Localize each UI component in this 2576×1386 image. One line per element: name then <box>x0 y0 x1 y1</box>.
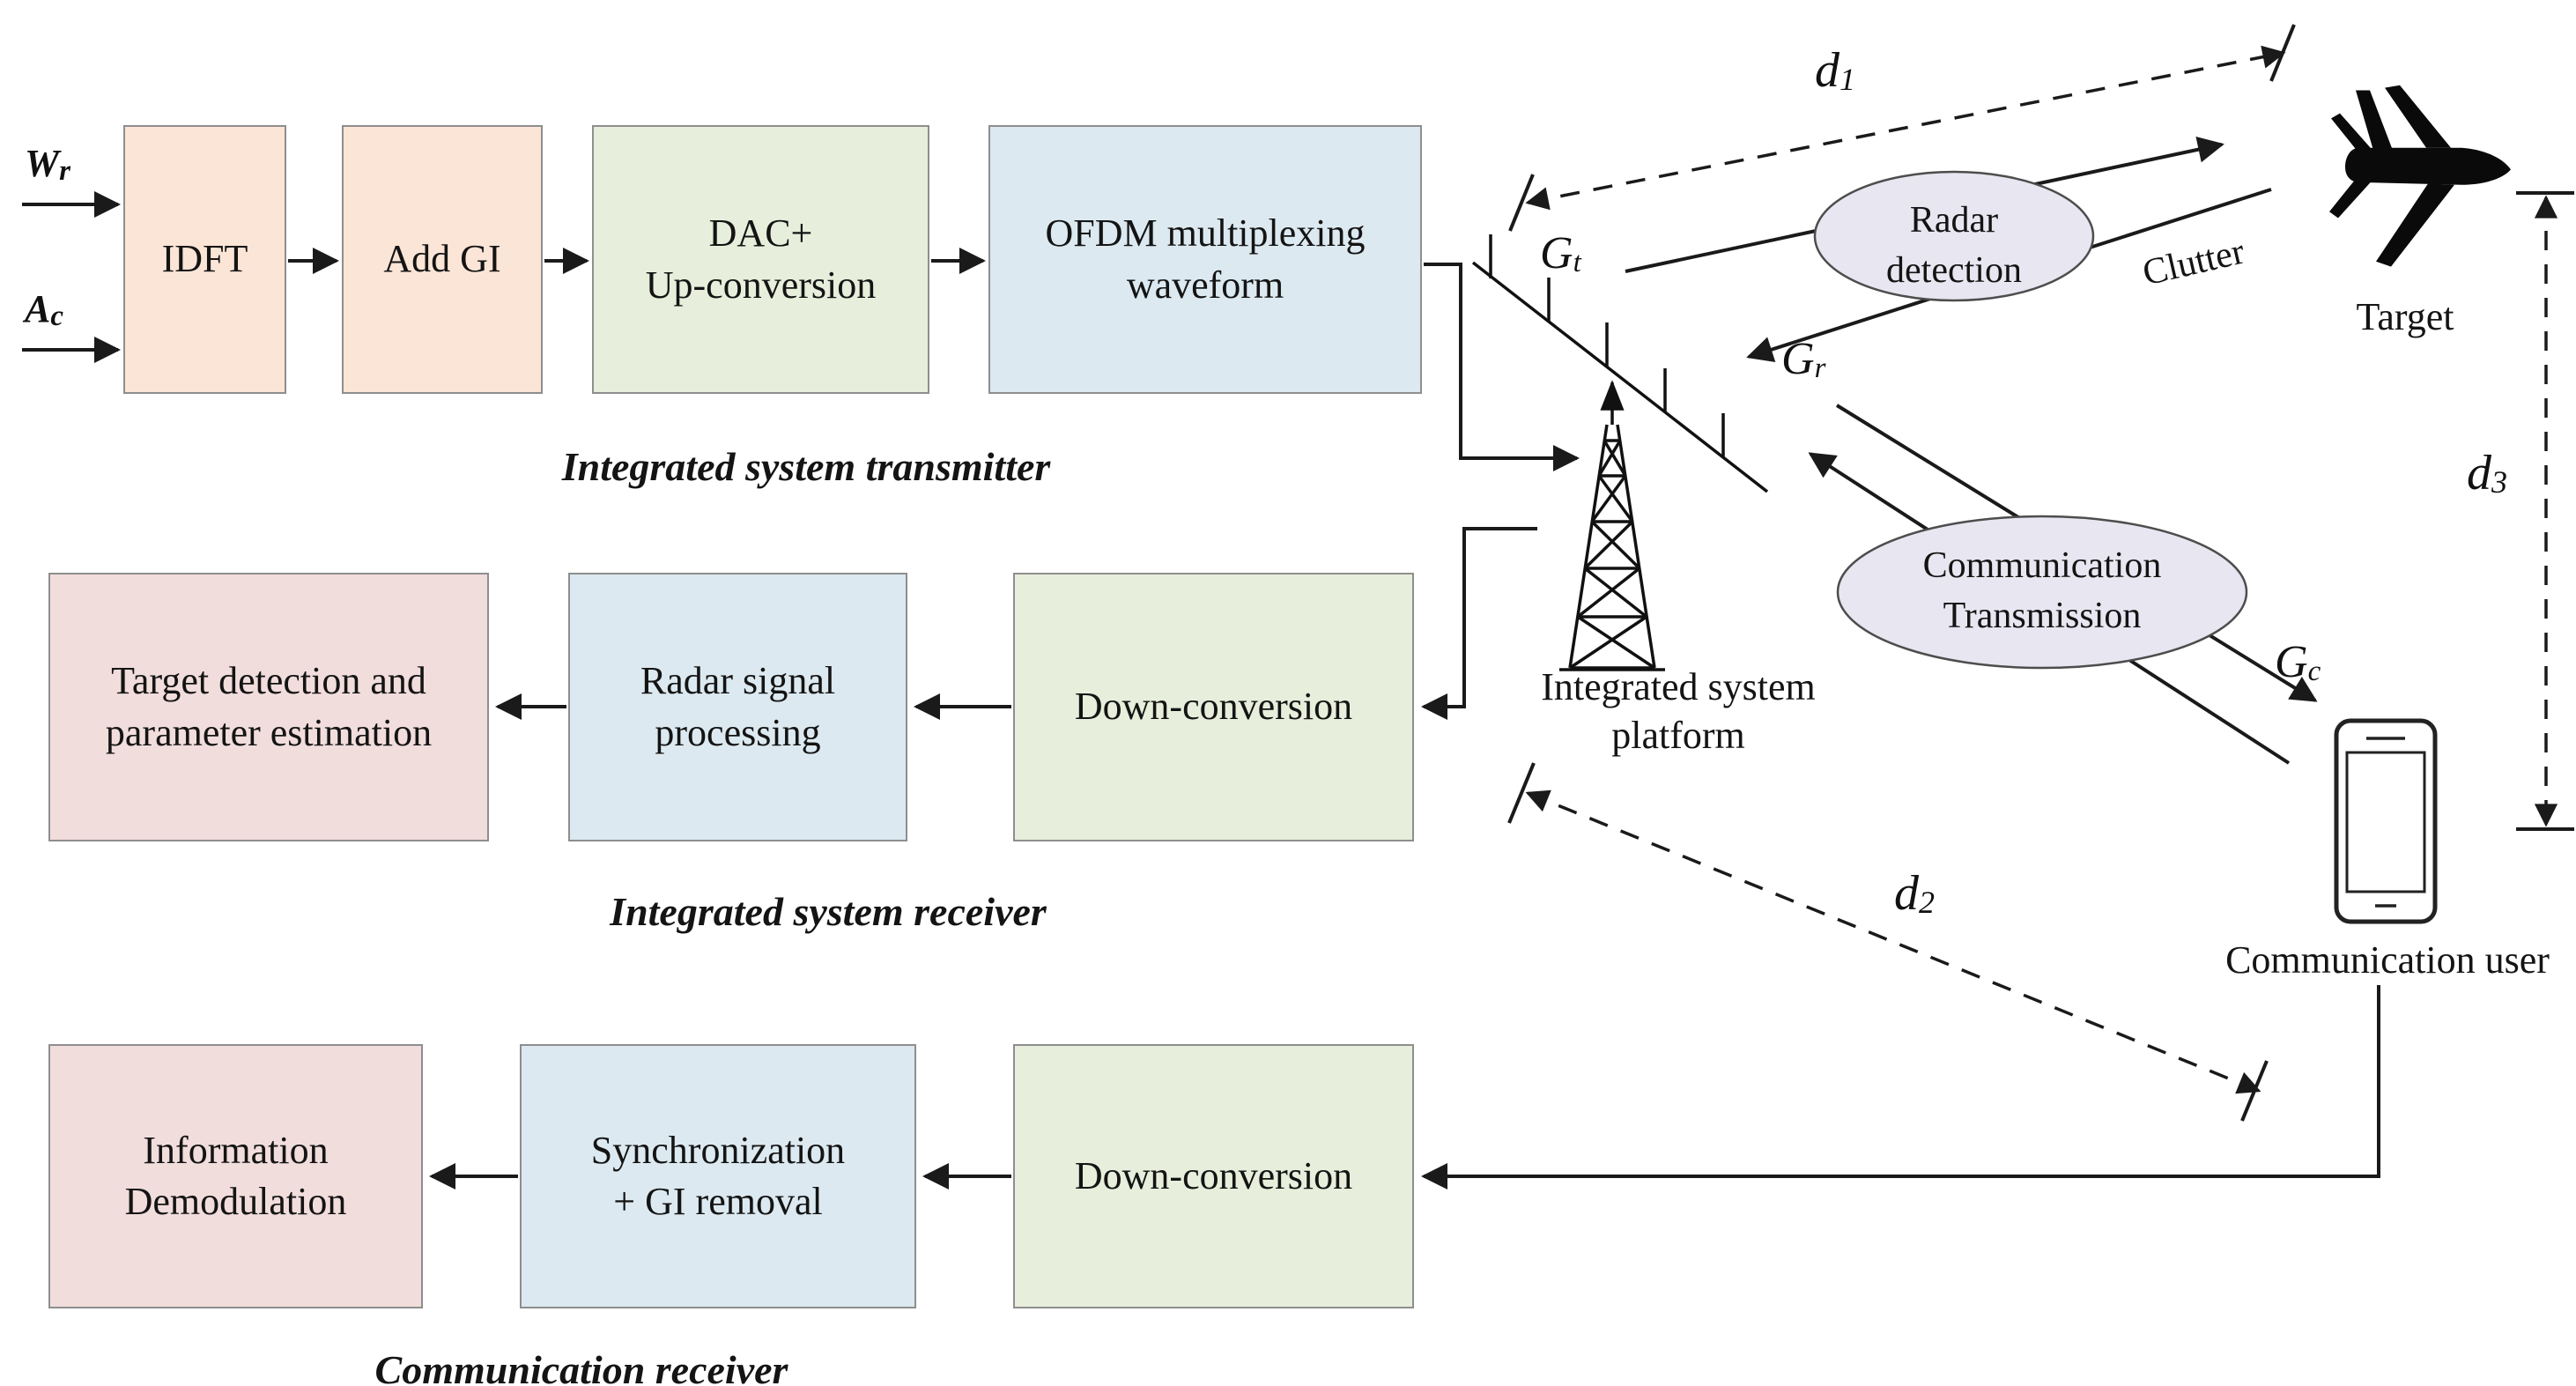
radar-signal-processing-box: Radar signal processing <box>568 573 907 841</box>
downconversion-radar-box: Down-conversion <box>1013 573 1414 841</box>
add-gi-label: Add GI <box>383 237 501 281</box>
information-demodulation-box: Information Demodulation <box>48 1044 423 1308</box>
comm-receiver-caption: Communication receiver <box>374 1347 788 1386</box>
comm-user-label-text: Communication user <box>2225 938 2550 982</box>
dac-label-line1: DAC+ <box>708 211 813 256</box>
input-ac-label: Ac <box>25 286 63 333</box>
distance-d1-line <box>1525 45 2286 211</box>
d1-right-tick <box>2269 24 2296 82</box>
arrow-antenna-downconv <box>1421 527 1537 720</box>
gt-base: G <box>1540 228 1573 278</box>
radar-detection-label: Radar detection <box>1815 196 2093 295</box>
radar-detection-ellipse <box>1813 170 2095 302</box>
comm-transmission-label: Communication Transmission <box>1838 541 2247 641</box>
gr-base: G <box>1781 334 1815 384</box>
input-ac-base: A <box>25 287 51 330</box>
distance-d1-label: d1 <box>1815 42 1855 99</box>
target-detection-box: Target detection and parameter estimatio… <box>48 573 489 841</box>
add-gi-box: Add GI <box>342 125 543 394</box>
comm-transmission-label-line2: Transmission <box>1943 595 2142 636</box>
comm-user-label: Communication user <box>2158 936 2576 984</box>
synchronization-box: Synchronization + GI removal <box>520 1044 916 1308</box>
downconversion-comm-label: Down-conversion <box>1074 1153 1353 1197</box>
target-detection-line1: Target detection and <box>111 659 426 703</box>
comm-transmission-label-line1: Communication <box>1922 545 2162 586</box>
arrow-ofdm-antenna <box>1424 263 1580 471</box>
radar-processing-line2: processing <box>655 710 821 754</box>
transmitter-caption: Integrated system transmitter <box>561 444 1051 489</box>
distance-d2-label: d2 <box>1894 865 1935 922</box>
idft-label: IDFT <box>161 237 248 281</box>
phone-icon <box>2334 718 2438 924</box>
airplane-icon <box>2329 85 2511 267</box>
ofdm-label-line2: waveform <box>1126 263 1284 307</box>
d3-sub: 3 <box>2491 464 2507 500</box>
target-label: Target <box>2291 293 2520 341</box>
d2-sub: 2 <box>1919 885 1935 921</box>
idft-box: IDFT <box>123 125 286 394</box>
gt-sub: t <box>1573 247 1581 279</box>
d3-base: d <box>2467 446 2491 500</box>
info-demod-line2: Demodulation <box>124 1180 347 1223</box>
radar-detection-label-line2: detection <box>1886 249 2022 291</box>
gain-gc-label: Gc <box>2275 636 2321 688</box>
gc-base: G <box>2275 637 2308 687</box>
input-wr-base: W <box>25 142 60 185</box>
platform-label: Integrated system platform <box>1458 663 1899 760</box>
d2-right-tick <box>2240 1060 2269 1122</box>
input-wr-sub: r <box>59 155 70 188</box>
sync-line1: Synchronization <box>590 1128 846 1172</box>
ofdm-waveform-box: OFDM multiplexing waveform <box>988 125 1422 394</box>
ofdm-label-line1: OFDM multiplexing <box>1045 211 1366 256</box>
gr-sub: r <box>1814 352 1826 385</box>
d2-base: d <box>1894 866 1919 921</box>
downconversion-radar-label: Down-conversion <box>1074 685 1353 729</box>
d1-base: d <box>1815 43 1839 98</box>
input-ac-sub: c <box>50 300 64 333</box>
radar-processing-line1: Radar signal <box>640 659 836 703</box>
downconversion-comm-box: Down-conversion <box>1013 1044 1414 1308</box>
d1-sub: 1 <box>1839 62 1855 98</box>
radar-detection-label-line1: Radar <box>1909 200 1999 241</box>
comm-transmission-ellipse <box>1836 515 2248 670</box>
distance-d2-line <box>1525 789 2261 1094</box>
receiver-caption: Integrated system receiver <box>610 889 1047 934</box>
tower-icon <box>1559 380 1665 671</box>
distance-d3-label: d3 <box>2467 445 2507 501</box>
gain-gt-label: Gt <box>1540 227 1581 279</box>
input-wr-label: Wr <box>25 141 70 188</box>
platform-label-line1: Integrated system <box>1541 665 1816 708</box>
platform-label-line2: platform <box>1611 714 1745 757</box>
gain-gr-label: Gr <box>1781 333 1825 385</box>
arrow-user-downconv <box>1421 985 2380 1190</box>
info-demod-line1: Information <box>143 1128 329 1172</box>
d1-left-tick <box>1508 174 1535 232</box>
dac-label-line2: Up-conversion <box>645 263 877 307</box>
target-label-text: Target <box>2356 295 2454 338</box>
dac-upconversion-box: DAC+ Up-conversion <box>592 125 929 394</box>
d2-left-tick <box>1507 762 1536 824</box>
target-detection-line2: parameter estimation <box>105 710 433 754</box>
antenna-array-icon <box>1471 234 1769 493</box>
gc-sub: c <box>2307 656 2321 688</box>
sync-line2: + GI removal <box>613 1180 823 1223</box>
